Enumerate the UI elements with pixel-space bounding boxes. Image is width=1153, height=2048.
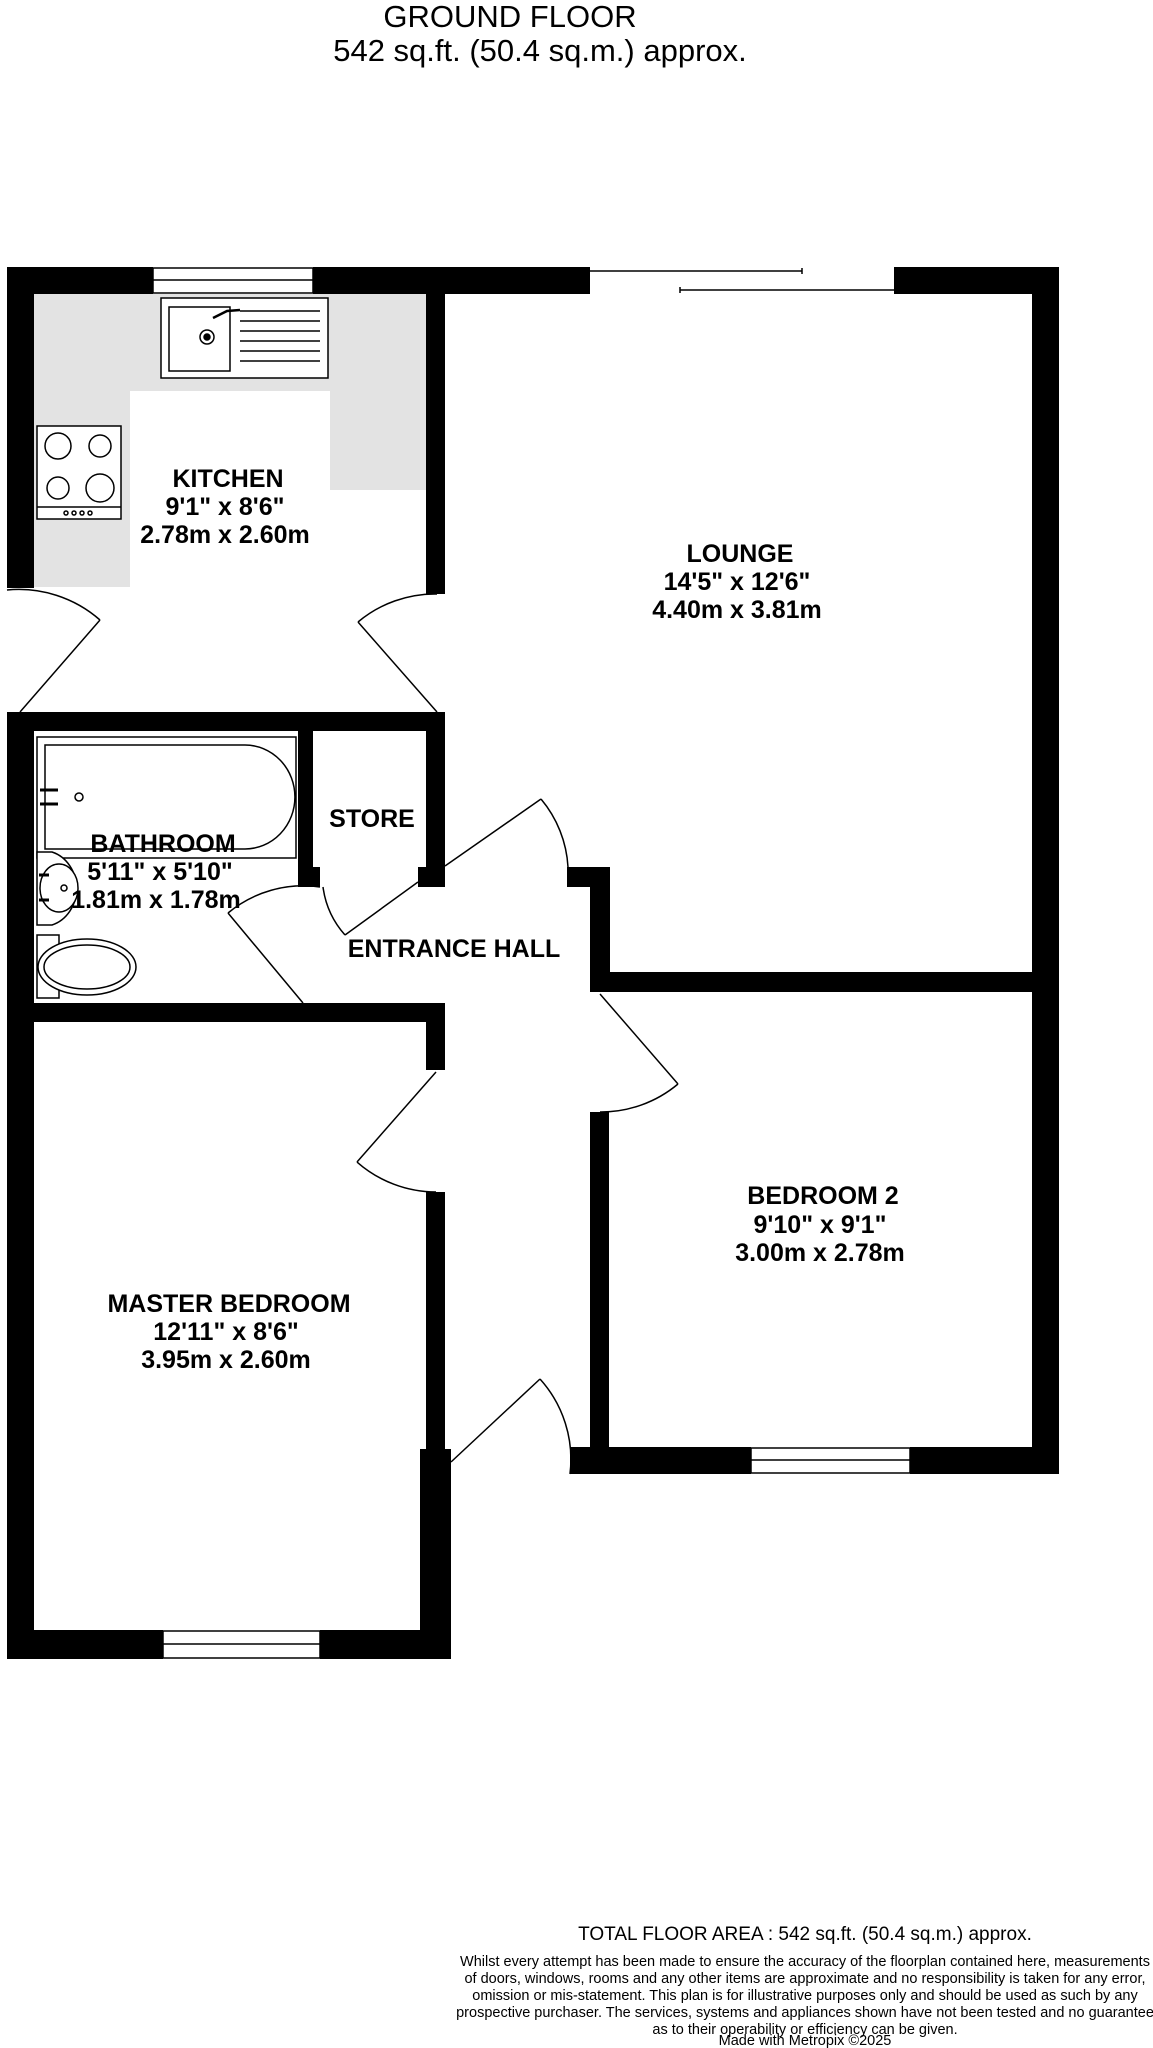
lounge-door bbox=[444, 798, 569, 868]
bathroom-metric: 1.81m x 1.78m bbox=[71, 886, 241, 914]
floor-area-subtitle: 542 sq.ft. (50.4 sq.m.) approx. bbox=[333, 33, 747, 68]
disclaimer-line: Whilst every attempt has been made to en… bbox=[460, 1954, 1150, 1970]
bedroom2-window bbox=[750, 1447, 911, 1474]
bedroom2-metric: 3.00m x 2.78m bbox=[735, 1239, 905, 1267]
master-bedroom-metric: 3.95m x 2.60m bbox=[141, 1346, 311, 1374]
kitchen-metric: 2.78m x 2.60m bbox=[140, 521, 310, 549]
metropix-credit: Made with Metropix ©2025 bbox=[719, 2033, 892, 2048]
front-door bbox=[450, 1378, 572, 1475]
master-bedroom-door bbox=[356, 1071, 437, 1193]
lounge-imperial: 14'5" x 12'6" bbox=[664, 568, 811, 596]
disclaimer: Whilst every attempt has been made to en… bbox=[456, 1954, 1153, 2048]
bathroom-label: BATHROOM 5'11" x 5'10" 1.81m x 1.78m bbox=[71, 830, 241, 914]
bathroom-imperial: 5'11" x 5'10" bbox=[87, 858, 232, 886]
floor-title: GROUND FLOOR bbox=[383, 0, 636, 34]
master-bedroom-imperial: 12'11" x 8'6" bbox=[153, 1318, 298, 1346]
bath-icon bbox=[36, 736, 297, 859]
master-bedroom-name: MASTER BEDROOM bbox=[107, 1290, 350, 1318]
kitchen-name: KITCHEN bbox=[172, 465, 283, 493]
bathroom-door bbox=[227, 885, 321, 1004]
disclaimer-line: prospective purchaser. The services, sys… bbox=[456, 2005, 1153, 2021]
toilet-icon bbox=[36, 934, 137, 999]
disclaimer-line: omission or mis-statement. This plan is … bbox=[472, 1988, 1138, 2004]
lounge-metric: 4.40m x 3.81m bbox=[652, 596, 822, 624]
lounge-name: LOUNGE bbox=[687, 540, 794, 568]
lounge-patio-doors bbox=[590, 268, 894, 293]
disclaimer-line: as to their operability or efficiency ca… bbox=[652, 2022, 957, 2038]
disclaimer-line: of doors, windows, rooms and any other i… bbox=[464, 1971, 1145, 1987]
store-door bbox=[322, 881, 419, 936]
bathroom-name: BATHROOM bbox=[90, 830, 235, 858]
total-floor-area: TOTAL FLOOR AREA : 542 sq.ft. (50.4 sq.m… bbox=[578, 1924, 1032, 1945]
walls bbox=[7, 267, 1059, 1659]
store-label: STORE bbox=[329, 805, 415, 833]
kitchen-window bbox=[152, 267, 314, 294]
master-bedroom-label: MASTER BEDROOM 12'11" x 8'6" 3.95m x 2.6… bbox=[107, 1290, 350, 1374]
bedroom2-imperial: 9'10" x 9'1" bbox=[754, 1211, 887, 1239]
bedroom2-door bbox=[599, 993, 679, 1113]
kitchen-external-door bbox=[6, 588, 101, 713]
door-swings bbox=[6, 588, 679, 1475]
sink-icon bbox=[160, 297, 329, 379]
windows bbox=[152, 267, 911, 1659]
lounge-label: LOUNGE 14'5" x 12'6" 4.40m x 3.81m bbox=[652, 540, 822, 624]
kitchen-label: KITCHEN 9'1" x 8'6" 2.78m x 2.60m bbox=[140, 465, 310, 549]
bedroom2-name: BEDROOM 2 bbox=[747, 1182, 898, 1210]
bedroom2-label: BEDROOM 2 9'10" x 9'1" 3.00m x 2.78m bbox=[735, 1182, 905, 1267]
master-bedroom-window bbox=[162, 1630, 321, 1659]
kitchen-imperial: 9'1" x 8'6" bbox=[165, 493, 284, 521]
kitchen-lounge-door bbox=[357, 593, 438, 713]
basin-icon bbox=[36, 851, 79, 926]
entrance-hall-label: ENTRANCE HALL bbox=[348, 935, 561, 963]
hob-icon bbox=[36, 425, 122, 520]
